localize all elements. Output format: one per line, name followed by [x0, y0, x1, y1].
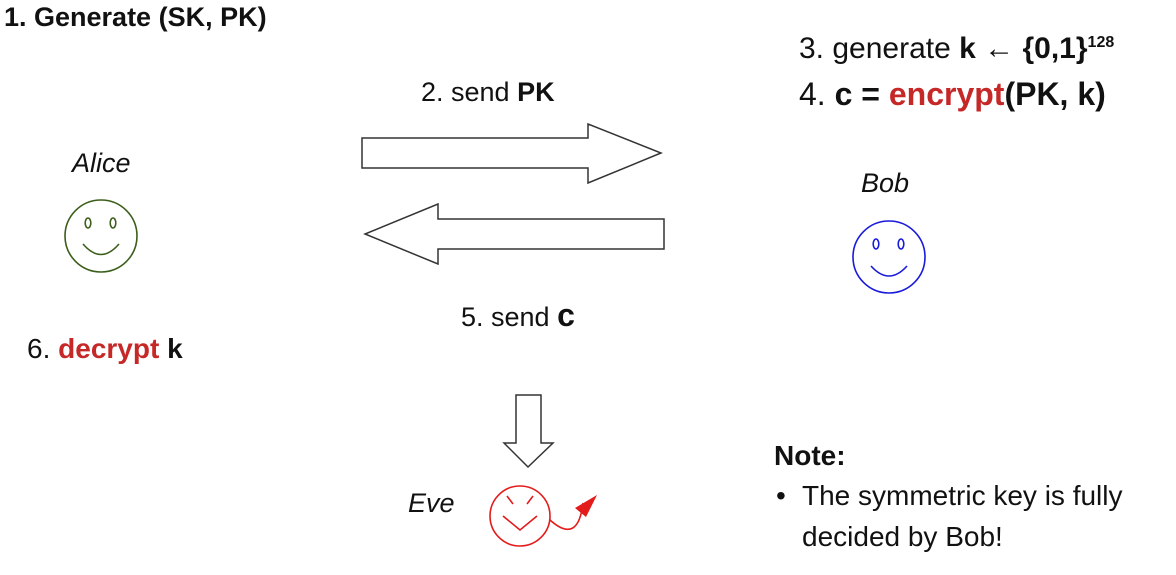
bob-label: Bob — [861, 168, 910, 198]
bob-smiley-icon — [852, 220, 926, 294]
eve-intercept-arrow — [502, 394, 555, 469]
step4-c: c = — [834, 76, 889, 112]
step6-label: 6. decrypt k — [27, 333, 183, 365]
send-pk-arrow — [361, 122, 664, 185]
step1-label: 1. Generate (SK, PK) — [4, 2, 267, 33]
step2-pk: PK — [517, 77, 555, 107]
eve-label: Eve — [408, 488, 455, 518]
step6-decrypt: decrypt — [58, 333, 160, 364]
step5-label: 5. send c — [461, 297, 575, 334]
step2-prefix: 2. send — [421, 77, 518, 107]
eve-tail-tip-icon — [575, 495, 597, 517]
step6-k: k — [159, 333, 183, 364]
note-bullet-dot: • — [776, 480, 786, 511]
note-bullet-line2: decided by Bob! — [802, 521, 1003, 552]
step3-k: k — [959, 32, 976, 65]
step4-prefix: 4. — [799, 76, 835, 112]
step3-prefix: 3. generate — [799, 32, 960, 65]
step6-prefix: 6. — [27, 333, 59, 364]
note-heading: Note: — [774, 440, 846, 471]
step3-exponent: 128 — [1087, 34, 1115, 51]
step2-label: 2. send PK — [421, 77, 555, 108]
step4-encrypt: encrypt — [888, 76, 1005, 112]
step3-set: ← {0,1} — [975, 32, 1088, 65]
step5-prefix: 5. send — [461, 302, 558, 332]
send-c-arrow — [363, 202, 665, 266]
step4-label: 4. c = encrypt(PK, k) — [799, 76, 1106, 113]
alice-smiley-icon — [64, 199, 138, 273]
step4-args: (PK, k) — [1004, 76, 1106, 112]
step5-c: c — [557, 297, 575, 333]
alice-label: Alice — [72, 148, 131, 178]
note-bullet-line1: The symmetric key is fully — [802, 480, 1123, 511]
step3-label: 3. generate k ← {0,1}128 — [799, 32, 1114, 66]
step1-text: 1. Generate (SK, PK) — [4, 2, 267, 32]
eve-devil-icon — [489, 485, 584, 547]
